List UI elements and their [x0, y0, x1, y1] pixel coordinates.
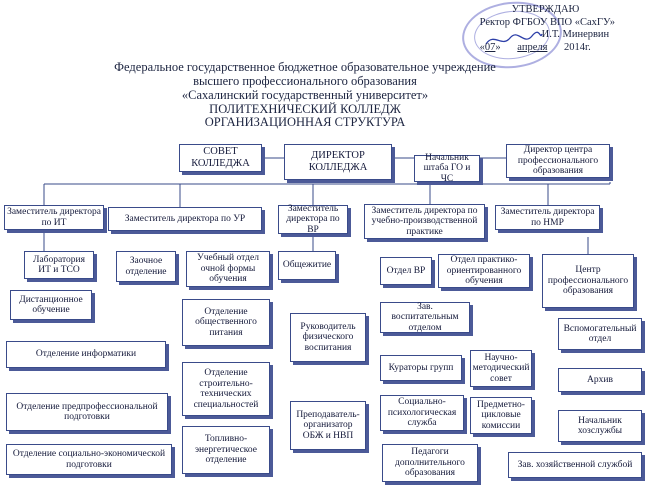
- full-time-study-dept-box: Учебный отдел очной формы обучения: [186, 251, 270, 287]
- social-psych-service-box: Социально-психологическая служба: [380, 395, 464, 431]
- it-lab-box: Лаборатория ИТ и ТСО: [24, 251, 94, 279]
- deputy-vr-box: Заместитель директора по ВР: [278, 204, 348, 235]
- page-title: ОРГАНИЗАЦИОННАЯ СТРУКТУРА: [204, 115, 406, 129]
- approval-rector: Ректор ФГБОУ ВПО «СахГУ»: [479, 16, 615, 28]
- group-curators-box: Кураторы групп: [380, 355, 462, 381]
- practice-oriented-dept-box: Отдел практико-ориентированного обучения: [438, 254, 530, 288]
- maintenance-manager-box: Зав. хозяйственной службой: [508, 452, 642, 478]
- obzh-teacher-box: Преподаватель-организатор ОБЖ и НВП: [290, 401, 366, 450]
- distance-learning-box: Дистанционное обучение: [10, 290, 92, 320]
- dormitory-box: Общежитие: [278, 251, 336, 280]
- org-name-line2: высшего профессионального образования: [193, 74, 417, 88]
- org-name-line1: Федеральное государственное бюджетное об…: [114, 60, 496, 74]
- catering-dept-box: Отделение общественного питания: [182, 299, 270, 346]
- maintenance-head-box: Начальник хозслужбы: [558, 410, 642, 442]
- center-director-box: Директор центра профессионального образо…: [506, 144, 610, 178]
- methodical-council-box: Научно-методический совет: [470, 350, 532, 387]
- extramural-dept-box: Заочное отделение: [116, 251, 176, 282]
- college-name: ПОЛИТЕХНИЧЕСКИЙ КОЛЛЕДЖ: [209, 102, 401, 116]
- rector-signature: [485, 31, 543, 45]
- org-name-line3: «Сахалинский государственный университет…: [181, 88, 429, 102]
- auxiliary-dept-box: Вспомогательный отдел: [558, 318, 642, 350]
- vocational-center-box: Центр профессионального образования: [542, 254, 634, 308]
- preprofessional-dept-box: Отделение предпрофессиональной подготовк…: [6, 393, 168, 431]
- fuel-energy-dept-box: Топливно-энергетическое отделение: [182, 426, 270, 474]
- deputy-it-box: Заместитель директора по ИТ: [4, 205, 104, 230]
- deputy-practice-box: Заместитель директора по учебно-производ…: [364, 204, 485, 239]
- archive-box: Архив: [558, 368, 642, 392]
- college-council-box: СОВЕТ КОЛЛЕДЖА: [179, 144, 262, 172]
- deputy-nmr-box: Заместитель директора по НМР: [495, 205, 600, 230]
- approval-name: И.Т. Минервин: [541, 29, 610, 40]
- construction-tech-dept-box: Отделение строительно-технических специа…: [182, 362, 270, 416]
- socio-economic-dept-box: Отделение социально-экономической подгот…: [6, 444, 172, 475]
- physical-education-head-box: Руководитель физического воспитания: [290, 313, 366, 362]
- deputy-ur-box: Заместитель директора по УР: [108, 207, 262, 231]
- informatics-dept-box: Отделение информатики: [6, 341, 166, 368]
- vr-dept-box: Отдел ВР: [380, 257, 432, 285]
- civil-defense-head-box: Начальник штаба ГО и ЧС: [414, 153, 480, 184]
- approval-block: УТВЕРЖДАЮ Ректор ФГБОУ ВПО «СахГУ» И.Т. …: [480, 4, 615, 54]
- approval-date: «07» апреля 2014г.: [479, 41, 591, 53]
- subject-commissions-box: Предметно-цикловые комиссии: [470, 397, 532, 434]
- head-of-education-dept-box: Зав. воспитательным отделом: [380, 302, 470, 333]
- college-director-box: ДИРЕКТОР КОЛЛЕДЖА: [284, 144, 392, 180]
- extra-education-teachers-box: Педагоги дополнительного образования: [382, 444, 478, 482]
- approval-title: УТВЕРЖДАЮ: [511, 4, 580, 15]
